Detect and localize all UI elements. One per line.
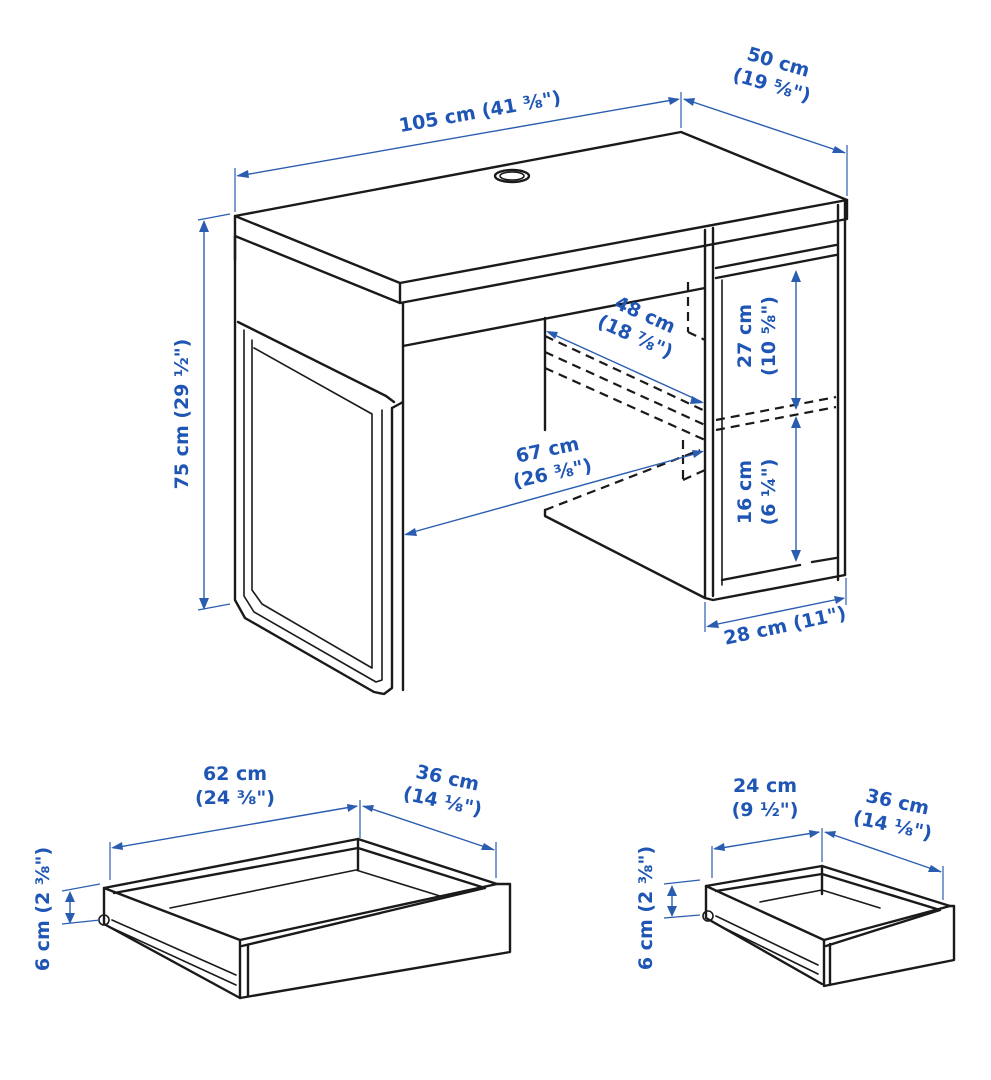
label-upper-compartment-cm: 27 cm	[734, 303, 756, 369]
label-large-drawer-width-in: (24 ⅜")	[195, 787, 275, 809]
label-upper-compartment-in: (10 ⅝")	[758, 296, 780, 376]
large-drawer-drawing	[61, 800, 512, 1000]
desk-dimension-lines	[197, 92, 848, 632]
label-desk-height-in: (29 ½")	[171, 338, 193, 419]
label-large-drawer-height: 6 cm (2 ⅜")	[31, 844, 55, 974]
label-large-drawer-width-cm: 62 cm	[202, 763, 268, 785]
small-drawer-drawing	[663, 828, 956, 988]
label-lower-compartment-in: (6 ¼")	[758, 458, 780, 526]
label-large-drawer-height-in: (2 ⅜")	[32, 846, 54, 914]
label-desk-height: 75 cm (29 ½")	[170, 319, 194, 509]
label-small-drawer-width: 24 cm (9 ½")	[710, 774, 820, 822]
desk-top	[233, 130, 849, 305]
label-large-drawer-width: 62 cm (24 ⅜")	[180, 762, 290, 810]
side-unit	[703, 200, 847, 602]
label-lower-compartment-cm: 16 cm	[734, 459, 756, 525]
label-lower-compartment: 16 cm (6 ¼")	[733, 437, 781, 547]
label-small-drawer-height: 6 cm (2 ⅜")	[634, 843, 658, 973]
label-desk-height-cm: 75 cm	[171, 425, 193, 490]
left-leg	[233, 234, 405, 696]
label-small-drawer-height-cm: 6 cm	[635, 919, 657, 971]
label-small-drawer-height-in: (2 ⅜")	[635, 845, 657, 913]
label-small-drawer-width-in: (9 ½")	[731, 799, 799, 821]
label-large-drawer-height-cm: 6 cm	[32, 920, 54, 972]
label-upper-compartment: 27 cm (10 ⅝")	[733, 281, 781, 391]
label-small-drawer-width-cm: 24 cm	[732, 775, 798, 797]
